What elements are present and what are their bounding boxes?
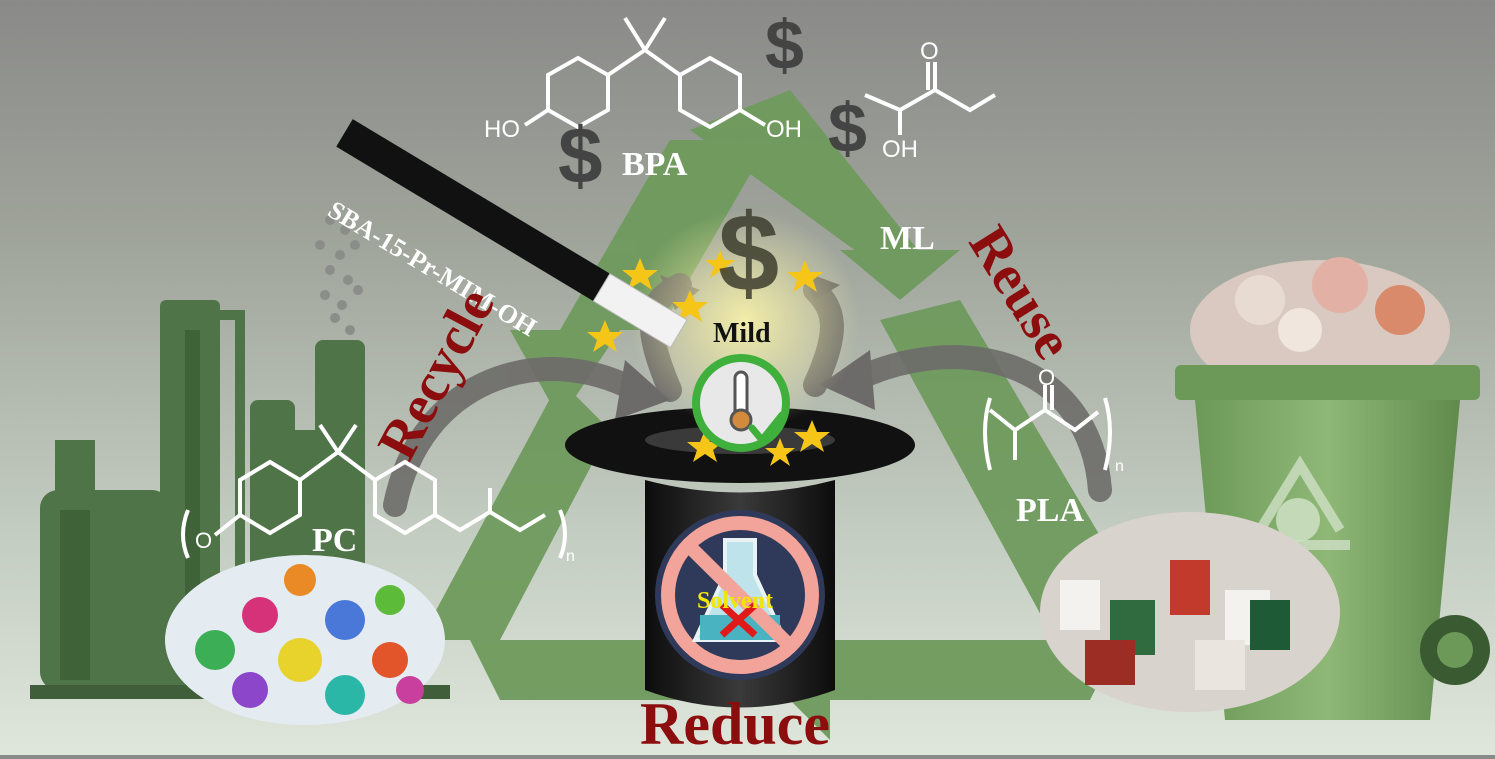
pc-n-label: n [566, 548, 575, 565]
pla-cup-waste-image [1040, 512, 1340, 712]
bpa-structure [523, 16, 767, 130]
pc-structure [181, 423, 567, 559]
smoke-icon [315, 215, 363, 335]
pla-label: PLA [1016, 492, 1084, 529]
pc-label: PC [312, 522, 358, 559]
pla-o-label: O [1038, 365, 1056, 390]
ml-oh-label: OH [882, 136, 918, 163]
dollar-icon: $ [828, 89, 867, 167]
reduce-label: Reduce [640, 691, 830, 757]
mild-label: Mild [713, 318, 771, 349]
pc-o-label: O [195, 528, 213, 553]
dollar-icon: $ [765, 6, 804, 84]
bpa-ho-label: HO [484, 116, 520, 143]
solvent-label: Solvent [697, 588, 774, 614]
ml-structure [864, 62, 997, 135]
magic-glow [630, 210, 860, 430]
magic-wand-icon [336, 119, 688, 349]
bpa-oh-label: OH [766, 116, 802, 143]
star-icons [587, 250, 830, 466]
pc-disc-waste-image [165, 555, 445, 725]
ml-label: ML [880, 220, 935, 257]
thermometer-check-icon [692, 354, 790, 452]
bpa-label: BPA [622, 146, 688, 183]
pla-n-label: n [1115, 458, 1124, 475]
dollar-icon: $ [558, 111, 603, 200]
no-solvent-icon [661, 516, 819, 674]
pla-structure [983, 385, 1112, 471]
dollar-icon: $ [718, 192, 780, 315]
ml-o-label: O [920, 38, 939, 65]
